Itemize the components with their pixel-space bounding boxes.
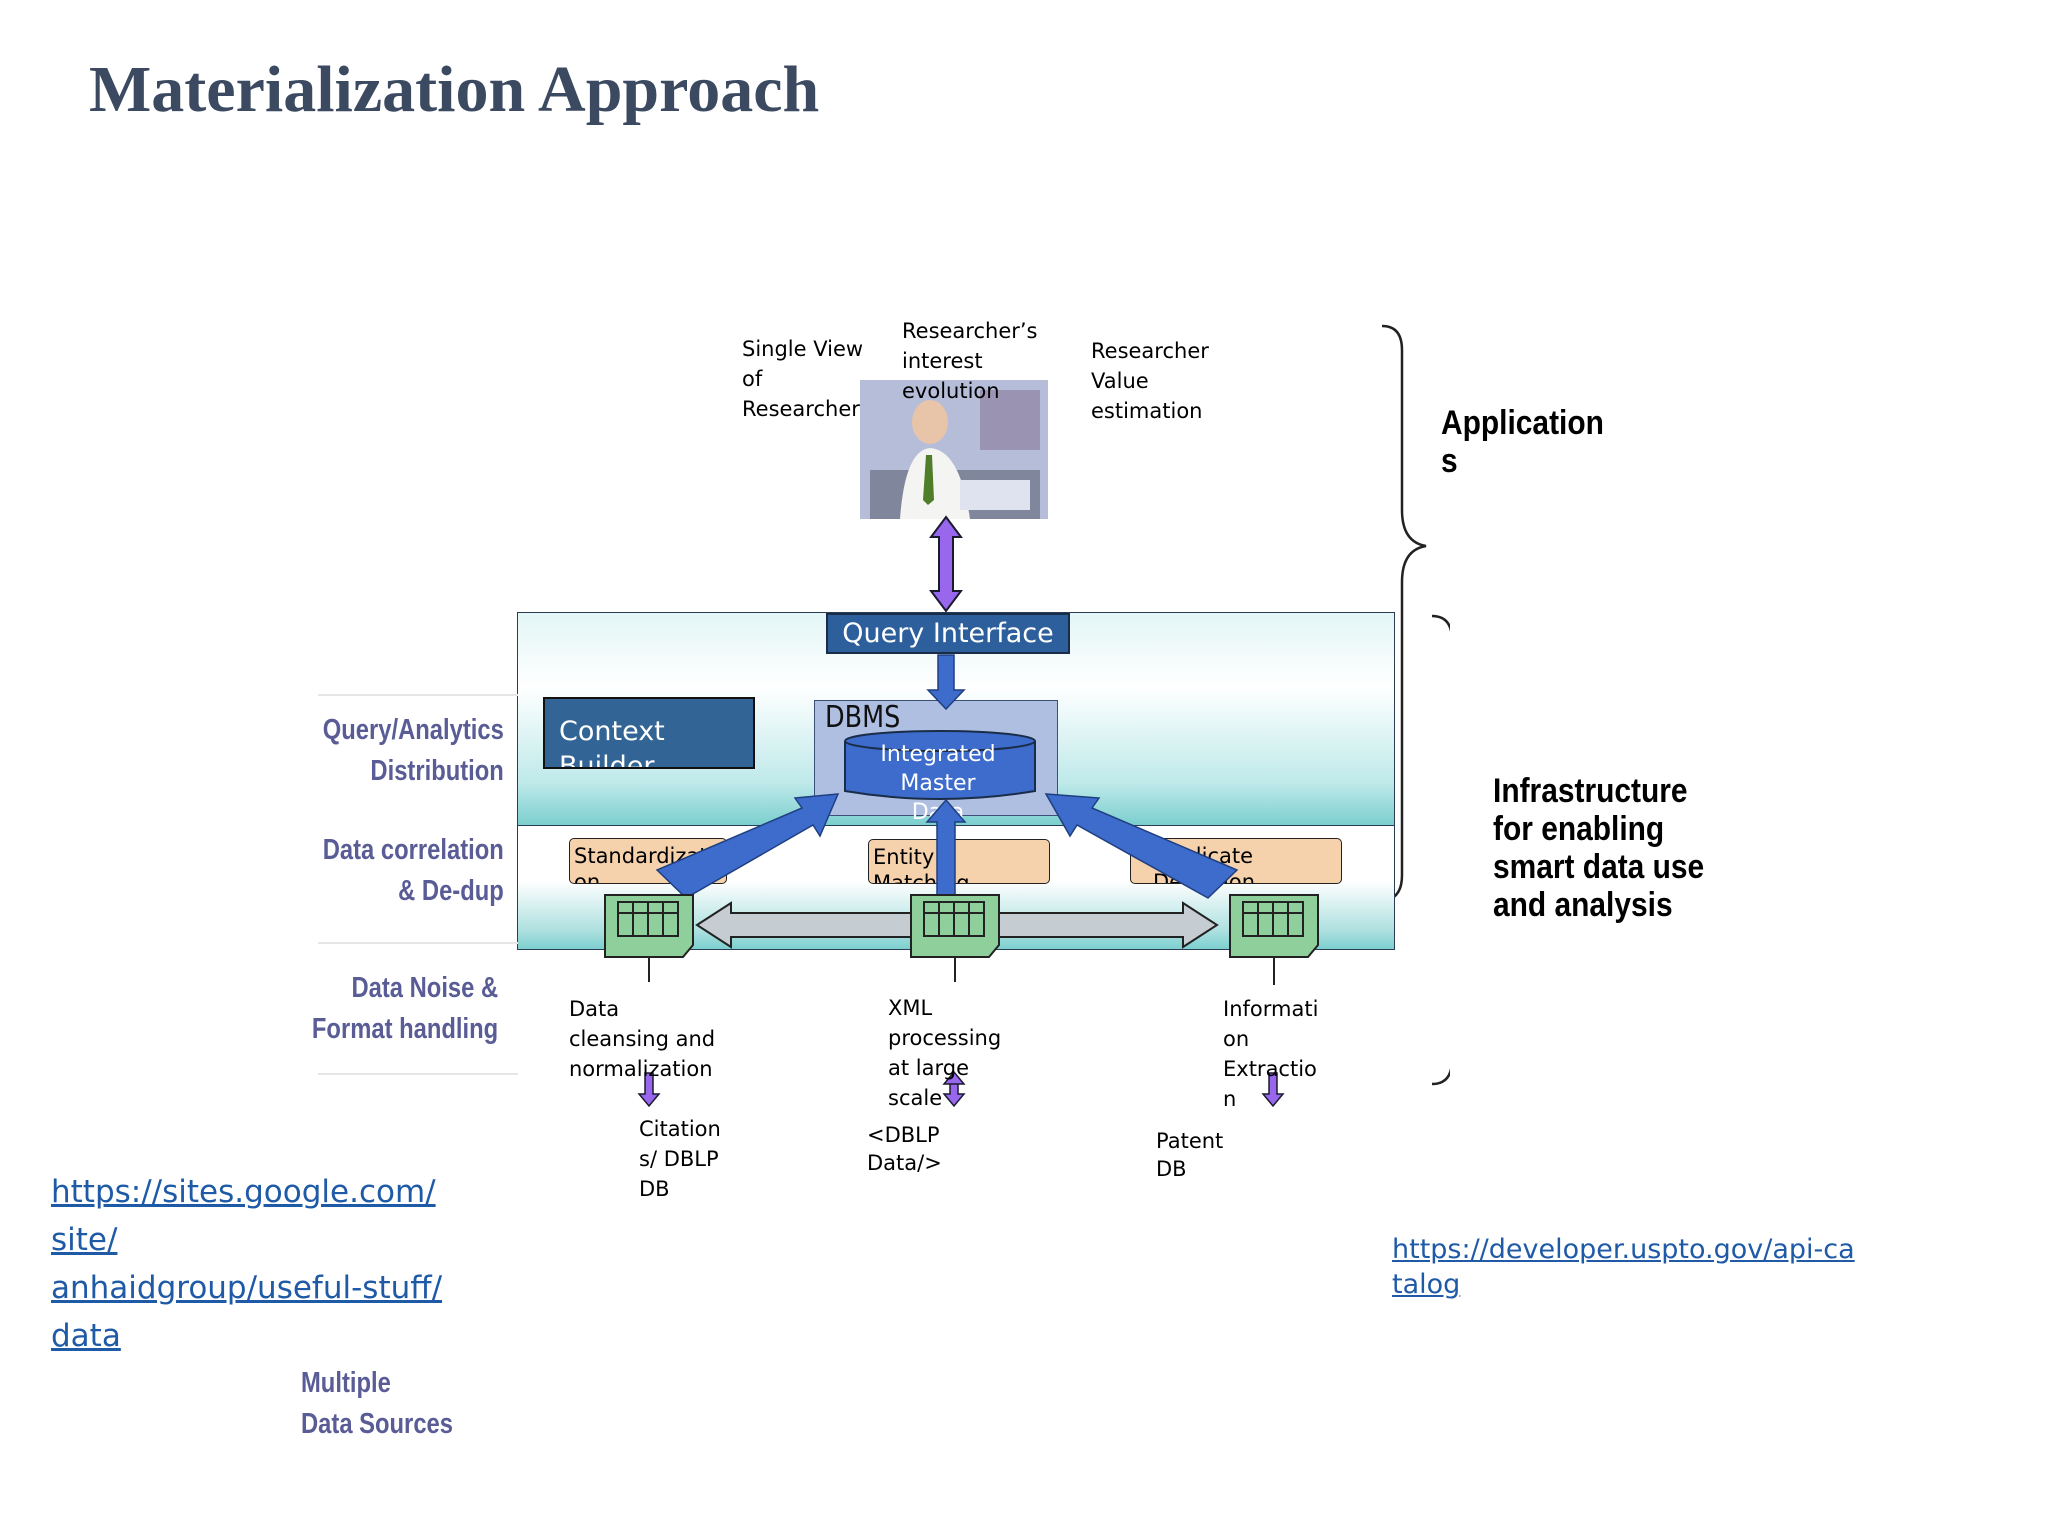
small-arrow-right (1261, 1072, 1285, 1108)
source-patent-db: Patent DB (1156, 1129, 1224, 1181)
side-label-noise: Data Noise & Format handling (311, 972, 498, 1045)
source-dblp-data: <DBLP Data/> (867, 1123, 942, 1175)
researcher-photo (860, 380, 1048, 519)
label-information-extraction: Informati on Extractio n (1223, 997, 1319, 1111)
standardization-dbms-arrow (655, 793, 840, 899)
slide-title: Materialization Approach (89, 53, 820, 126)
side-label-multiple-sources: Multiple Data Sources (301, 1367, 453, 1440)
braces-graphic (1381, 324, 1450, 1086)
side-label-query-analytics: Query/Analytics Distribution (322, 714, 504, 787)
label-value-estimation: Researcher Value estimation (1091, 339, 1209, 423)
context-builder-box: Context Builder (543, 697, 755, 769)
applications-label: Application s (1441, 404, 1604, 480)
table-icon-middle (910, 894, 1000, 958)
table-icon-left (604, 894, 694, 958)
dbms-label: DBMS (825, 700, 901, 735)
duplicate-dbms-arrow (1044, 793, 1239, 899)
side-label-correlation: Data correlation & De-dup (322, 834, 504, 907)
table-icon-right (1229, 894, 1319, 958)
separator-line (318, 942, 518, 944)
label-data-cleansing: Data cleansing and normalization (569, 997, 716, 1081)
entity-matching-box: Entity Matching (868, 839, 1050, 884)
label-interest-evolution: Researcher’s interest evolution (902, 319, 1038, 403)
separator-line (318, 1073, 518, 1075)
link-uspto-api[interactable]: https://developer.uspto.gov/api-ca talog (1392, 1234, 1855, 1300)
integrated-master-data-cylinder (844, 730, 1036, 800)
entity-dbms-arrow (925, 798, 967, 899)
link-anhai-group[interactable]: https://sites.google.com/ site/ anhaidgr… (51, 1174, 443, 1354)
applications-brace (1381, 324, 1427, 902)
small-arrow-middle (942, 1070, 966, 1108)
source-citations-dblp: Citation s/ DBLP DB (639, 1117, 721, 1201)
query-dbms-arrow (926, 654, 966, 711)
infrastructure-label: Infrastructure for enabling smart data u… (1493, 772, 1705, 924)
separator-line (318, 694, 518, 696)
label-xml-processing: XML processing at large scale (888, 996, 1002, 1110)
query-interface-box: Query Interface (826, 613, 1070, 654)
photo-query-double-arrow (929, 515, 963, 613)
label-single-view: Single View of Researcher (742, 337, 864, 421)
small-arrow-left (637, 1072, 661, 1108)
